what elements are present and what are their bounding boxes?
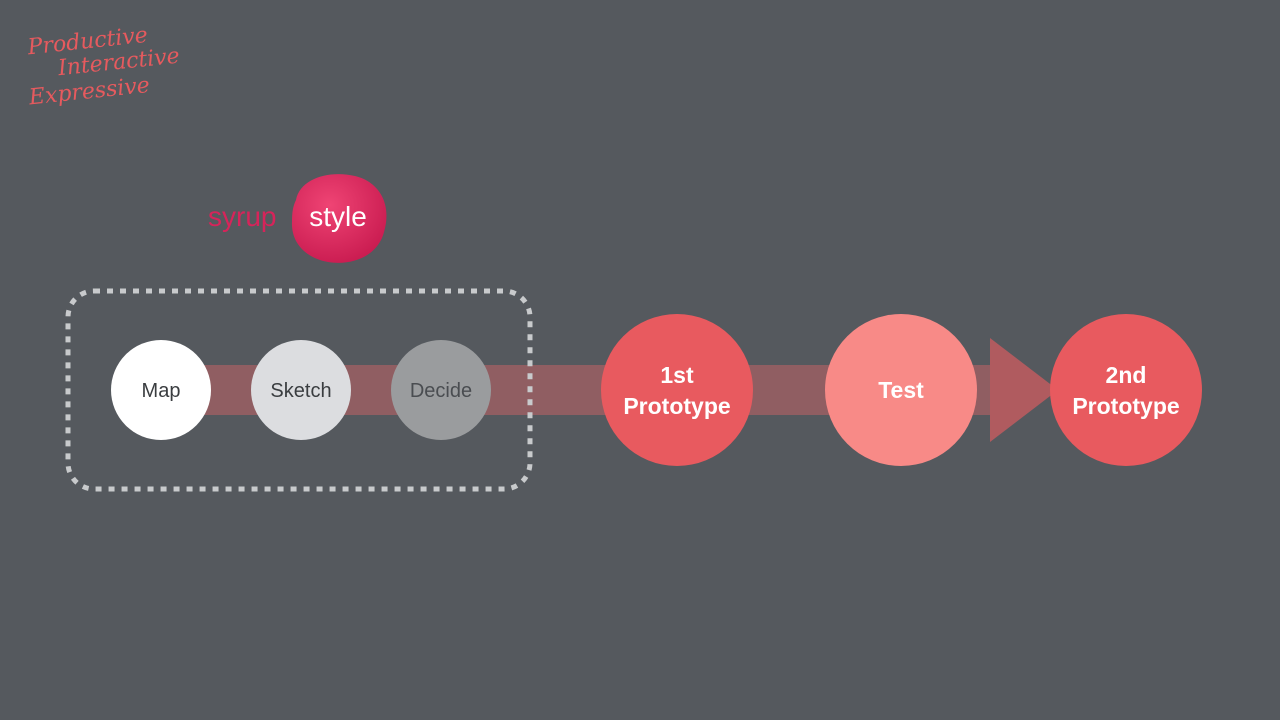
- step-test-circle: [825, 314, 977, 466]
- step-decide-circle: [391, 340, 491, 440]
- step-sketch: Sketch: [251, 340, 351, 440]
- step-second-prototype-label-line1: 2nd: [1106, 362, 1147, 388]
- logo-blob-icon: [291, 174, 387, 263]
- step-test-label: Test: [878, 377, 924, 403]
- logo-style-text: style: [309, 201, 367, 232]
- flow-arrow-head-icon: [990, 338, 1058, 442]
- syrupstyle-logo: syrup style: [208, 174, 387, 263]
- step-decide: Decide: [391, 340, 491, 440]
- tagline-expressive: Expressive: [27, 73, 151, 111]
- step-sketch-circle: [251, 340, 351, 440]
- step-first-prototype-label-line1: 1st: [660, 362, 694, 388]
- tagline: Productive Interactive Expressive: [26, 23, 181, 111]
- step-second-prototype-label-line2: Prototype: [1072, 393, 1179, 419]
- step-sketch-label: Sketch: [270, 380, 331, 402]
- step-second-prototype: 2nd Prototype: [1050, 314, 1202, 466]
- logo-syrup-text: syrup: [208, 201, 276, 232]
- step-second-prototype-circle: [1050, 314, 1202, 466]
- step-map-label: Map: [142, 380, 181, 402]
- step-first-prototype: 1st Prototype: [601, 314, 753, 466]
- step-map: Map: [111, 340, 211, 440]
- sprint-group-box: [65, 288, 533, 492]
- step-first-prototype-circle: [601, 314, 753, 466]
- step-map-circle: [111, 340, 211, 440]
- step-test: Test: [825, 314, 977, 466]
- step-decide-label: Decide: [410, 380, 472, 402]
- step-first-prototype-label-line2: Prototype: [623, 393, 730, 419]
